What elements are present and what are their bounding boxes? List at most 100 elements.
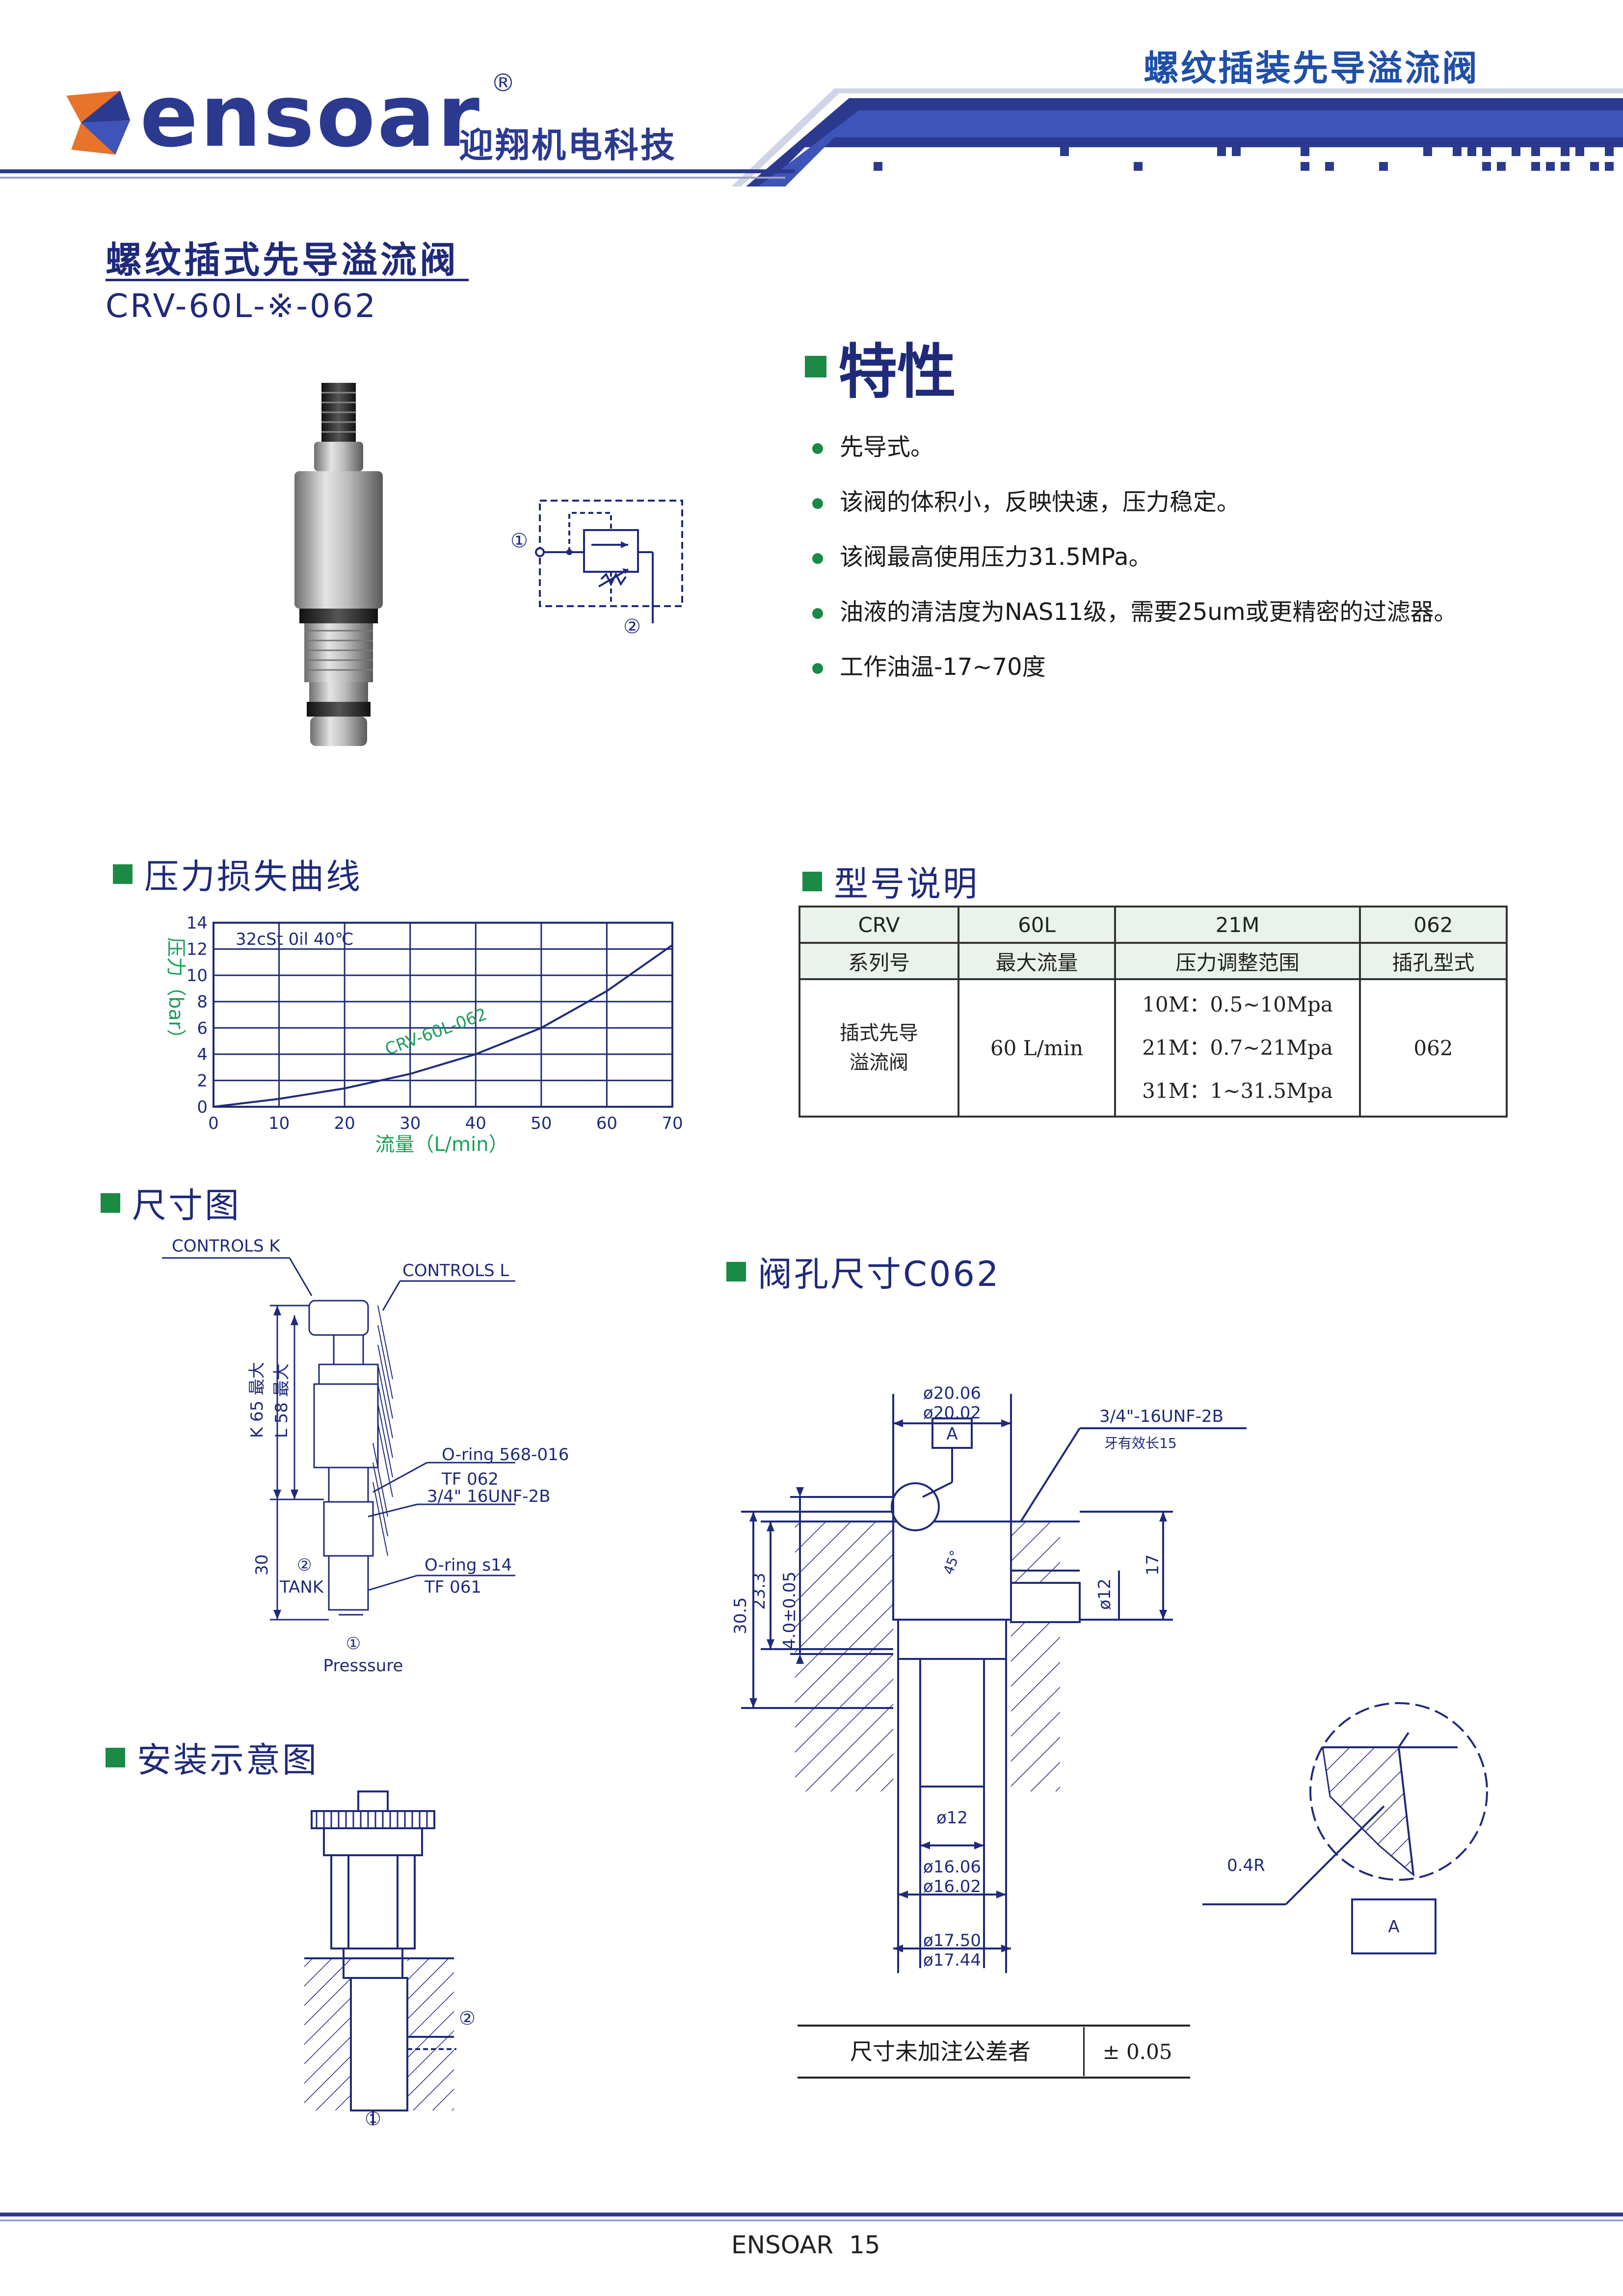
- table-cell: 压力调整范围: [1114, 942, 1361, 980]
- model-table: CRV 60L 21M 062 系列号 最大流量 压力调整范围 插孔型式 插式先…: [798, 906, 1508, 1118]
- brand-logo-text: ensoar: [140, 67, 482, 166]
- features-list: 先导式。 该阀的体积小，反映快速，压力稳定。 该阀最高使用压力31.5MPa。 …: [812, 420, 1458, 694]
- valve-photo: [294, 383, 383, 746]
- section-square-icon: [805, 356, 826, 377]
- cavity-d3b: ø17.44: [923, 1950, 981, 1970]
- cavity-d12-side: ø12: [1095, 1578, 1115, 1610]
- cavity-d12-bottom: ø12: [936, 1808, 968, 1828]
- table-cell: 60L: [957, 906, 1117, 944]
- x-tick-label: 40: [465, 1114, 486, 1133]
- controls-l-label: CONTROLS L: [402, 1261, 509, 1281]
- cavity-d2b: ø16.02: [923, 1877, 981, 1896]
- cavity-d1b: ø20.02: [923, 1403, 981, 1423]
- curve-label: CRV-60L-062: [382, 1004, 489, 1059]
- chart-frame: [213, 922, 673, 1108]
- y-tick-label: 6: [197, 1018, 208, 1038]
- hydraulic-symbol: ① ②: [510, 500, 683, 638]
- dimensions-title: 尺寸图: [101, 1178, 241, 1228]
- port2-label: ②: [297, 1555, 312, 1575]
- section-square-icon: [101, 1193, 120, 1213]
- section-square-icon: [106, 1747, 125, 1767]
- table-row: CRV 60L 21M 062: [798, 906, 1508, 944]
- install-title: 安装示意图: [106, 1733, 319, 1782]
- feature-item: 该阀的体积小，反映快速，压力稳定。: [812, 475, 1458, 530]
- l-dim-label: L 58 最大: [272, 1363, 292, 1438]
- table-cell: 插式先导溢流阀: [798, 978, 959, 1118]
- table-row: 插式先导溢流阀 60 L/min 10M：0.5~10Mpa 21M：0.7~2…: [798, 978, 1508, 1118]
- pressure-label: Presssure: [323, 1656, 403, 1676]
- port1-label: ①: [346, 1634, 361, 1654]
- table-cell: 062: [1358, 978, 1508, 1118]
- tolerance-value: ± 0.05: [1102, 2039, 1172, 2064]
- table-cell: CRV: [798, 906, 959, 944]
- footer-page-number: ENSOAR 15: [731, 2231, 880, 2259]
- oring1-label: O-ring 568-016: [442, 1445, 569, 1465]
- cavity-h2: 23.3: [749, 1573, 769, 1610]
- registered-mark: ®: [491, 69, 515, 97]
- bullet-icon: [812, 498, 823, 509]
- symbol-port1-label: ①: [510, 530, 528, 552]
- x-tick-label: 30: [399, 1114, 421, 1133]
- x-tick-label: 60: [596, 1114, 617, 1133]
- x-tick-label: 20: [334, 1114, 355, 1133]
- table-cell: 062: [1358, 906, 1508, 944]
- page-heading: 螺纹插装先导溢流阀: [1144, 48, 1480, 89]
- tf2-label: TF 061: [424, 1577, 481, 1597]
- cavity-datum: A: [946, 1424, 958, 1444]
- brand-logo-icon: [66, 91, 130, 155]
- tank-label: TANK: [279, 1577, 324, 1597]
- cavity-datum-box: A: [1388, 1917, 1399, 1937]
- tf1-label: TF 062: [441, 1469, 499, 1489]
- title-underline: [106, 279, 469, 281]
- cavity-drawing: ø20.06 ø20.02 A 3/4"-16UNF-2B 牙有效长15 45°…: [731, 1384, 1488, 1973]
- bullet-icon: [812, 663, 823, 674]
- y-tick-label: 8: [197, 992, 208, 1012]
- tolerance-table: 尺寸未加注公差者 ± 0.05: [798, 2025, 1190, 2079]
- oring2-label: O-ring s14: [425, 1555, 512, 1575]
- install-port1: ①: [365, 2108, 381, 2130]
- x-tick-label: 50: [531, 1114, 552, 1133]
- cavity-h1: 30.5: [731, 1597, 750, 1634]
- table-cell: 插孔型式: [1358, 942, 1508, 980]
- model-table-title: 型号说明: [802, 856, 979, 906]
- y-tick-label: 14: [186, 913, 208, 933]
- cavity-h4: 17: [1143, 1554, 1163, 1575]
- pressure-curve-title: 压力损失曲线: [113, 849, 362, 899]
- cavity-thread: 3/4"-16UNF-2B: [1099, 1407, 1224, 1426]
- tolerance-label: 尺寸未加注公差者: [798, 2027, 1085, 2076]
- bullet-icon: [812, 553, 823, 564]
- table-cell: 60 L/min: [957, 978, 1117, 1118]
- section-square-icon: [802, 871, 822, 891]
- footer-line-thin: [0, 2219, 1623, 2221]
- cavity-d1a: ø20.06: [923, 1384, 981, 1403]
- product-model: CRV-60L-※-062: [106, 287, 377, 325]
- feature-item: 油液的清洁度为NAS11级，需要25um或更精密的过滤器。: [812, 585, 1458, 640]
- install-drawing: ② ①: [304, 1790, 476, 2130]
- table-cell: 10M：0.5~10Mpa 21M：0.7~21Mpa 31M：1~31.5Mp…: [1114, 978, 1361, 1118]
- product-name: 螺纹插式先导溢流阀: [106, 239, 459, 281]
- feature-item: 工作油温-17~70度: [812, 640, 1458, 694]
- header-banner: [0, 88, 1623, 187]
- cavity-d2a: ø16.06: [923, 1857, 981, 1877]
- chart-note: 32cSt 0il 40℃: [236, 930, 353, 949]
- series-line: [213, 944, 673, 1108]
- bullet-icon: [812, 608, 823, 619]
- x-tick-label: 10: [268, 1114, 290, 1133]
- x-tick-label: 70: [662, 1114, 683, 1133]
- y-tick-label: 2: [197, 1071, 208, 1091]
- controls-k-label: CONTROLS K: [172, 1236, 281, 1256]
- bullet-icon: [812, 443, 823, 454]
- chart-xlabel: 流量（L/min）: [375, 1133, 508, 1156]
- dim-30-label: 30: [252, 1554, 272, 1575]
- cavity-thread-note: 牙有效长15: [1104, 1435, 1177, 1451]
- chart-ylabel: 压力（bar）: [164, 937, 187, 1048]
- y-tick-label: 0: [197, 1097, 208, 1117]
- table-cell: 21M: [1114, 906, 1361, 944]
- x-tick-label: 0: [208, 1114, 219, 1133]
- y-tick-label: 10: [186, 966, 208, 986]
- table-row: 系列号 最大流量 压力调整范围 插孔型式: [798, 942, 1508, 980]
- cavity-d3a: ø17.50: [923, 1931, 981, 1950]
- cavity-h3: 4.0±0.05: [780, 1572, 799, 1649]
- feature-item: 该阀最高使用压力31.5MPa。: [812, 530, 1458, 585]
- table-cell: 系列号: [798, 942, 959, 980]
